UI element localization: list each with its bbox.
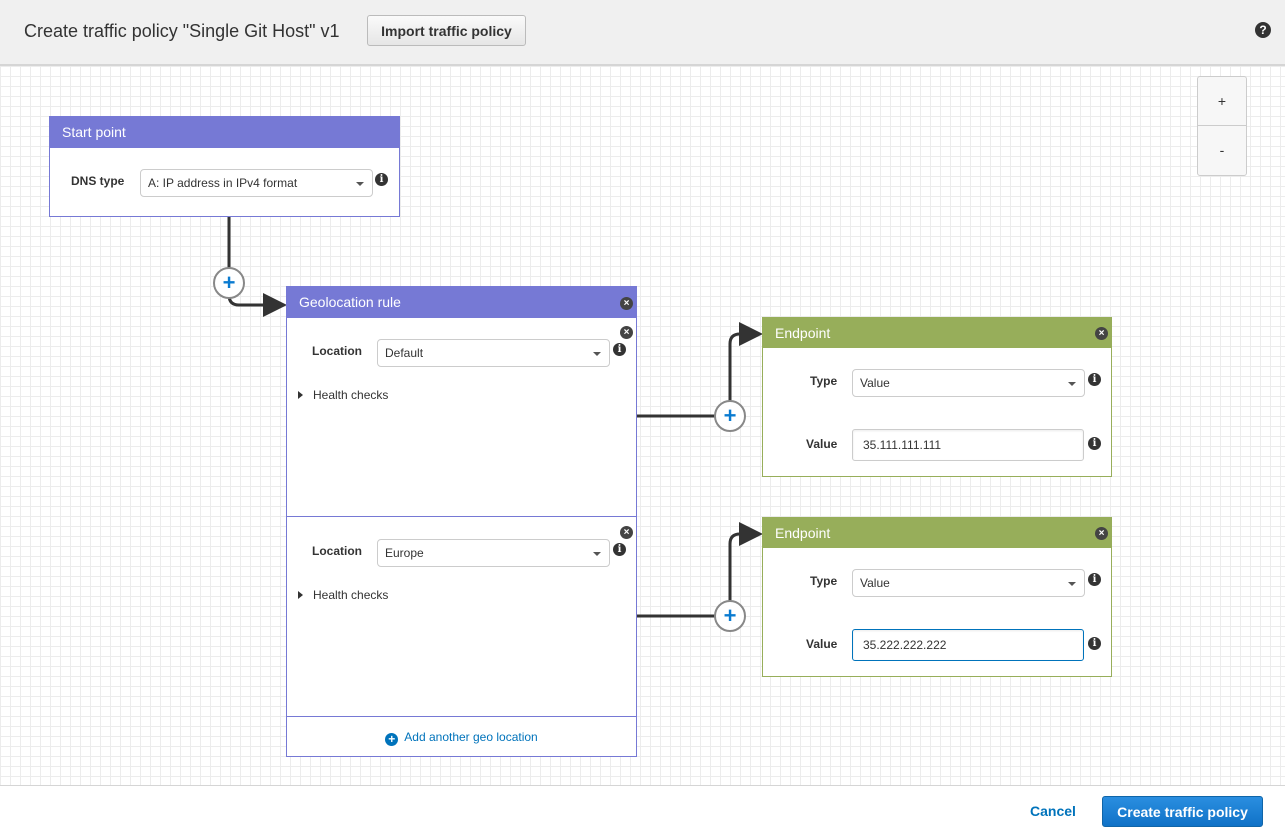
caret-down-icon <box>1068 382 1076 386</box>
health-checks-label: Health checks <box>313 388 389 402</box>
start-point-title: Start point <box>50 117 399 148</box>
page-title: Create traffic policy "Single Git Host" … <box>24 21 340 41</box>
location-label: Location <box>312 544 362 558</box>
endpoint-node: Endpoint × Type Value i Value 35.222.222… <box>762 517 1112 677</box>
add-geo-location-link[interactable]: + Add another geo location <box>287 730 636 746</box>
location-label: Location <box>312 344 362 358</box>
zoom-out-button[interactable]: - <box>1219 142 1225 158</box>
start-point-node: Start point DNS type A: IP address in IP… <box>49 116 400 217</box>
health-checks-toggle[interactable]: Health checks <box>298 388 388 402</box>
value-label: Value <box>806 437 838 451</box>
info-icon[interactable]: i <box>1088 373 1101 386</box>
type-value: Value <box>860 576 890 590</box>
add-geo-location-label: Add another geo location <box>404 730 538 744</box>
location-select[interactable]: Europe <box>377 539 610 567</box>
value-label: Value <box>806 637 838 651</box>
info-icon[interactable]: i <box>613 343 626 356</box>
zoom-controls: + - <box>1197 76 1247 176</box>
add-endpoint-button[interactable]: + <box>714 600 746 632</box>
footer <box>0 785 1285 838</box>
type-select[interactable]: Value <box>852 369 1085 397</box>
geolocation-rule-title: Geolocation rule <box>287 287 636 318</box>
divider <box>287 716 636 717</box>
caret-right-icon <box>298 591 303 599</box>
plus-circle-icon: + <box>385 733 399 746</box>
cancel-button[interactable]: Cancel <box>1030 803 1076 819</box>
caret-down-icon <box>593 552 601 556</box>
connector-rule2-to-endpoint2 <box>636 522 763 618</box>
remove-location-icon[interactable]: × <box>620 326 633 339</box>
info-icon[interactable]: i <box>1088 637 1101 650</box>
remove-location-icon[interactable]: × <box>620 526 633 539</box>
location-value: Europe <box>385 546 424 560</box>
endpoint-node: Endpoint × Type Value i Value 35.111.111… <box>762 317 1112 477</box>
info-icon[interactable]: i <box>613 543 626 556</box>
import-traffic-policy-button[interactable]: Import traffic policy <box>367 15 526 46</box>
caret-down-icon <box>593 352 601 356</box>
location-value: Default <box>385 346 424 360</box>
add-rule-button[interactable]: + <box>213 267 245 299</box>
info-icon[interactable]: i <box>1088 437 1101 450</box>
create-traffic-policy-button[interactable]: Create traffic policy <box>1102 796 1263 827</box>
add-endpoint-button[interactable]: + <box>714 400 746 432</box>
help-icon[interactable]: ? <box>1255 22 1271 38</box>
health-checks-toggle[interactable]: Health checks <box>298 588 388 602</box>
close-icon[interactable]: × <box>1095 327 1108 340</box>
info-icon[interactable]: i <box>375 173 388 186</box>
type-value: Value <box>860 376 890 390</box>
close-icon[interactable]: × <box>1095 527 1108 540</box>
connector-rule1-to-endpoint1 <box>636 322 763 418</box>
endpoint-title: Endpoint <box>763 318 1111 348</box>
endpoint-title: Endpoint <box>763 518 1111 548</box>
caret-right-icon <box>298 391 303 399</box>
geolocation-rule-node: Geolocation rule × × Location Default i … <box>286 286 637 757</box>
caret-down-icon <box>1068 582 1076 586</box>
divider <box>287 516 636 517</box>
type-label: Type <box>810 374 838 388</box>
health-checks-label: Health checks <box>313 588 389 602</box>
dns-type-select[interactable]: A: IP address in IPv4 format <box>140 169 373 197</box>
close-icon[interactable]: × <box>620 297 633 310</box>
type-label: Type <box>810 574 838 588</box>
location-select[interactable]: Default <box>377 339 610 367</box>
caret-down-icon <box>356 182 364 186</box>
zoom-in-button[interactable]: + <box>1198 77 1246 126</box>
type-select[interactable]: Value <box>852 569 1085 597</box>
info-icon[interactable]: i <box>1088 573 1101 586</box>
dns-type-label: DNS type <box>71 174 125 188</box>
value-input[interactable]: 35.111.111.111 <box>852 429 1084 461</box>
page-header: Create traffic policy "Single Git Host" … <box>0 0 1285 66</box>
dns-type-value: A: IP address in IPv4 format <box>148 176 298 190</box>
value-input[interactable]: 35.222.222.222 <box>852 629 1084 661</box>
